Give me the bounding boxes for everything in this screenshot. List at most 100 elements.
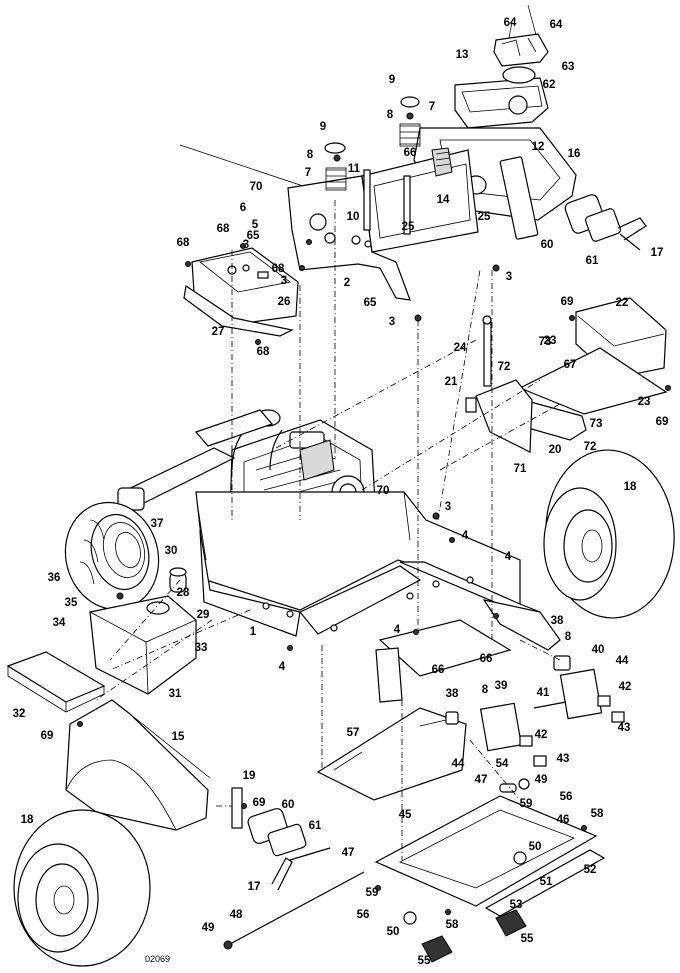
- callout-4: 4: [279, 661, 286, 673]
- callout-19: 19: [243, 770, 256, 782]
- callout-70: 70: [250, 181, 263, 193]
- callout-39: 39: [495, 680, 508, 692]
- callout-59: 59: [366, 887, 379, 899]
- seat-springs: [324, 96, 421, 191]
- right-taillight: [564, 194, 647, 251]
- callout-69: 69: [41, 730, 54, 742]
- callout-23: 23: [638, 396, 651, 408]
- callout-21: 21: [445, 376, 458, 388]
- callout-44: 44: [616, 655, 629, 667]
- callout-73: 73: [590, 418, 603, 430]
- drawing-code: 02069: [145, 954, 170, 964]
- holder-bracket: [493, 33, 549, 67]
- floor-plate-67: [518, 347, 668, 415]
- footrest-plate: [374, 795, 606, 925]
- callout-31: 31: [169, 688, 182, 700]
- dash-panel: [183, 247, 299, 337]
- callout-36: 36: [48, 572, 61, 584]
- callout-11: 11: [348, 163, 361, 175]
- callout-70: 70: [377, 485, 390, 497]
- drag-link: [223, 778, 530, 950]
- bracket-19: [231, 787, 243, 829]
- front-cover: [316, 707, 467, 801]
- callout-69: 69: [561, 296, 574, 308]
- callout-71: 71: [514, 463, 527, 475]
- callout-37: 37: [151, 518, 164, 530]
- callout-8: 8: [565, 631, 572, 643]
- rod-24: [483, 319, 492, 387]
- callout-4: 4: [394, 624, 401, 636]
- left-taillight: [231, 787, 331, 891]
- callout-22: 22: [616, 297, 629, 309]
- main-frame: [195, 491, 561, 703]
- callout-52: 52: [584, 864, 597, 876]
- callout-38: 38: [446, 688, 459, 700]
- lever-11: [363, 169, 371, 231]
- callout-45: 45: [399, 809, 412, 821]
- left-tube-assembly: [116, 409, 274, 511]
- callout-72: 72: [584, 441, 597, 453]
- callout-62: 62: [543, 79, 556, 91]
- callout-72: 72: [498, 361, 511, 373]
- callout-32: 32: [13, 708, 26, 720]
- callout-29: 29: [197, 609, 210, 621]
- callout-24: 24: [454, 342, 467, 354]
- control-plate: [287, 147, 479, 301]
- rear-left-tire: [64, 501, 160, 611]
- callout-47: 47: [342, 847, 355, 859]
- callout-12: 12: [532, 141, 545, 153]
- callout-18: 18: [624, 481, 637, 493]
- callout-3: 3: [506, 271, 512, 283]
- callout-63: 63: [562, 61, 575, 73]
- callout-56: 56: [560, 791, 573, 803]
- callout-48: 48: [230, 909, 243, 921]
- callout-8: 8: [387, 109, 394, 121]
- callout-53: 53: [510, 899, 523, 911]
- callout-46: 46: [557, 814, 570, 826]
- callout-16: 16: [568, 148, 581, 160]
- callout-57: 57: [347, 727, 360, 739]
- callout-50: 50: [387, 926, 400, 938]
- callout-50: 50: [529, 841, 542, 853]
- callout-66: 66: [404, 147, 417, 159]
- callout-61: 61: [309, 820, 322, 832]
- callout-15: 15: [172, 731, 185, 743]
- callout-35: 35: [65, 597, 78, 609]
- spring-14: [431, 147, 453, 177]
- front-crossmember: [378, 619, 512, 677]
- callout-49: 49: [202, 922, 215, 934]
- callout-3: 3: [389, 316, 395, 328]
- callout-6: 6: [240, 202, 246, 214]
- callout-64: 64: [550, 19, 563, 31]
- callout-3: 3: [243, 239, 249, 251]
- callout-68: 68: [217, 223, 230, 235]
- callout-60: 60: [282, 799, 295, 811]
- callout-25: 25: [478, 211, 491, 223]
- callout-8: 8: [307, 149, 314, 161]
- callout-9: 9: [320, 121, 326, 133]
- seat-assembly: [454, 4, 549, 129]
- callout-17: 17: [651, 247, 664, 259]
- left-fender: [65, 699, 211, 831]
- callout-58: 58: [591, 808, 604, 820]
- callout-43: 43: [557, 753, 570, 765]
- callout-55: 55: [521, 933, 534, 945]
- callout-44: 44: [452, 758, 465, 770]
- callout-18: 18: [21, 814, 34, 826]
- callout-33: 33: [195, 642, 208, 654]
- callout-10: 10: [347, 211, 360, 223]
- hardware: [77, 239, 671, 915]
- callout-40: 40: [592, 644, 605, 656]
- callout-58: 58: [446, 919, 459, 931]
- right-fender-cover: [465, 297, 668, 453]
- callout-49: 49: [535, 774, 548, 786]
- callout-41: 41: [537, 687, 550, 699]
- callout-30: 30: [165, 545, 178, 557]
- callout-2: 2: [344, 277, 350, 289]
- callout-4: 4: [505, 551, 512, 563]
- callout-14: 14: [437, 194, 450, 206]
- callout-51: 51: [540, 876, 553, 888]
- callout-38: 38: [551, 615, 564, 627]
- tray-32: [6, 651, 106, 703]
